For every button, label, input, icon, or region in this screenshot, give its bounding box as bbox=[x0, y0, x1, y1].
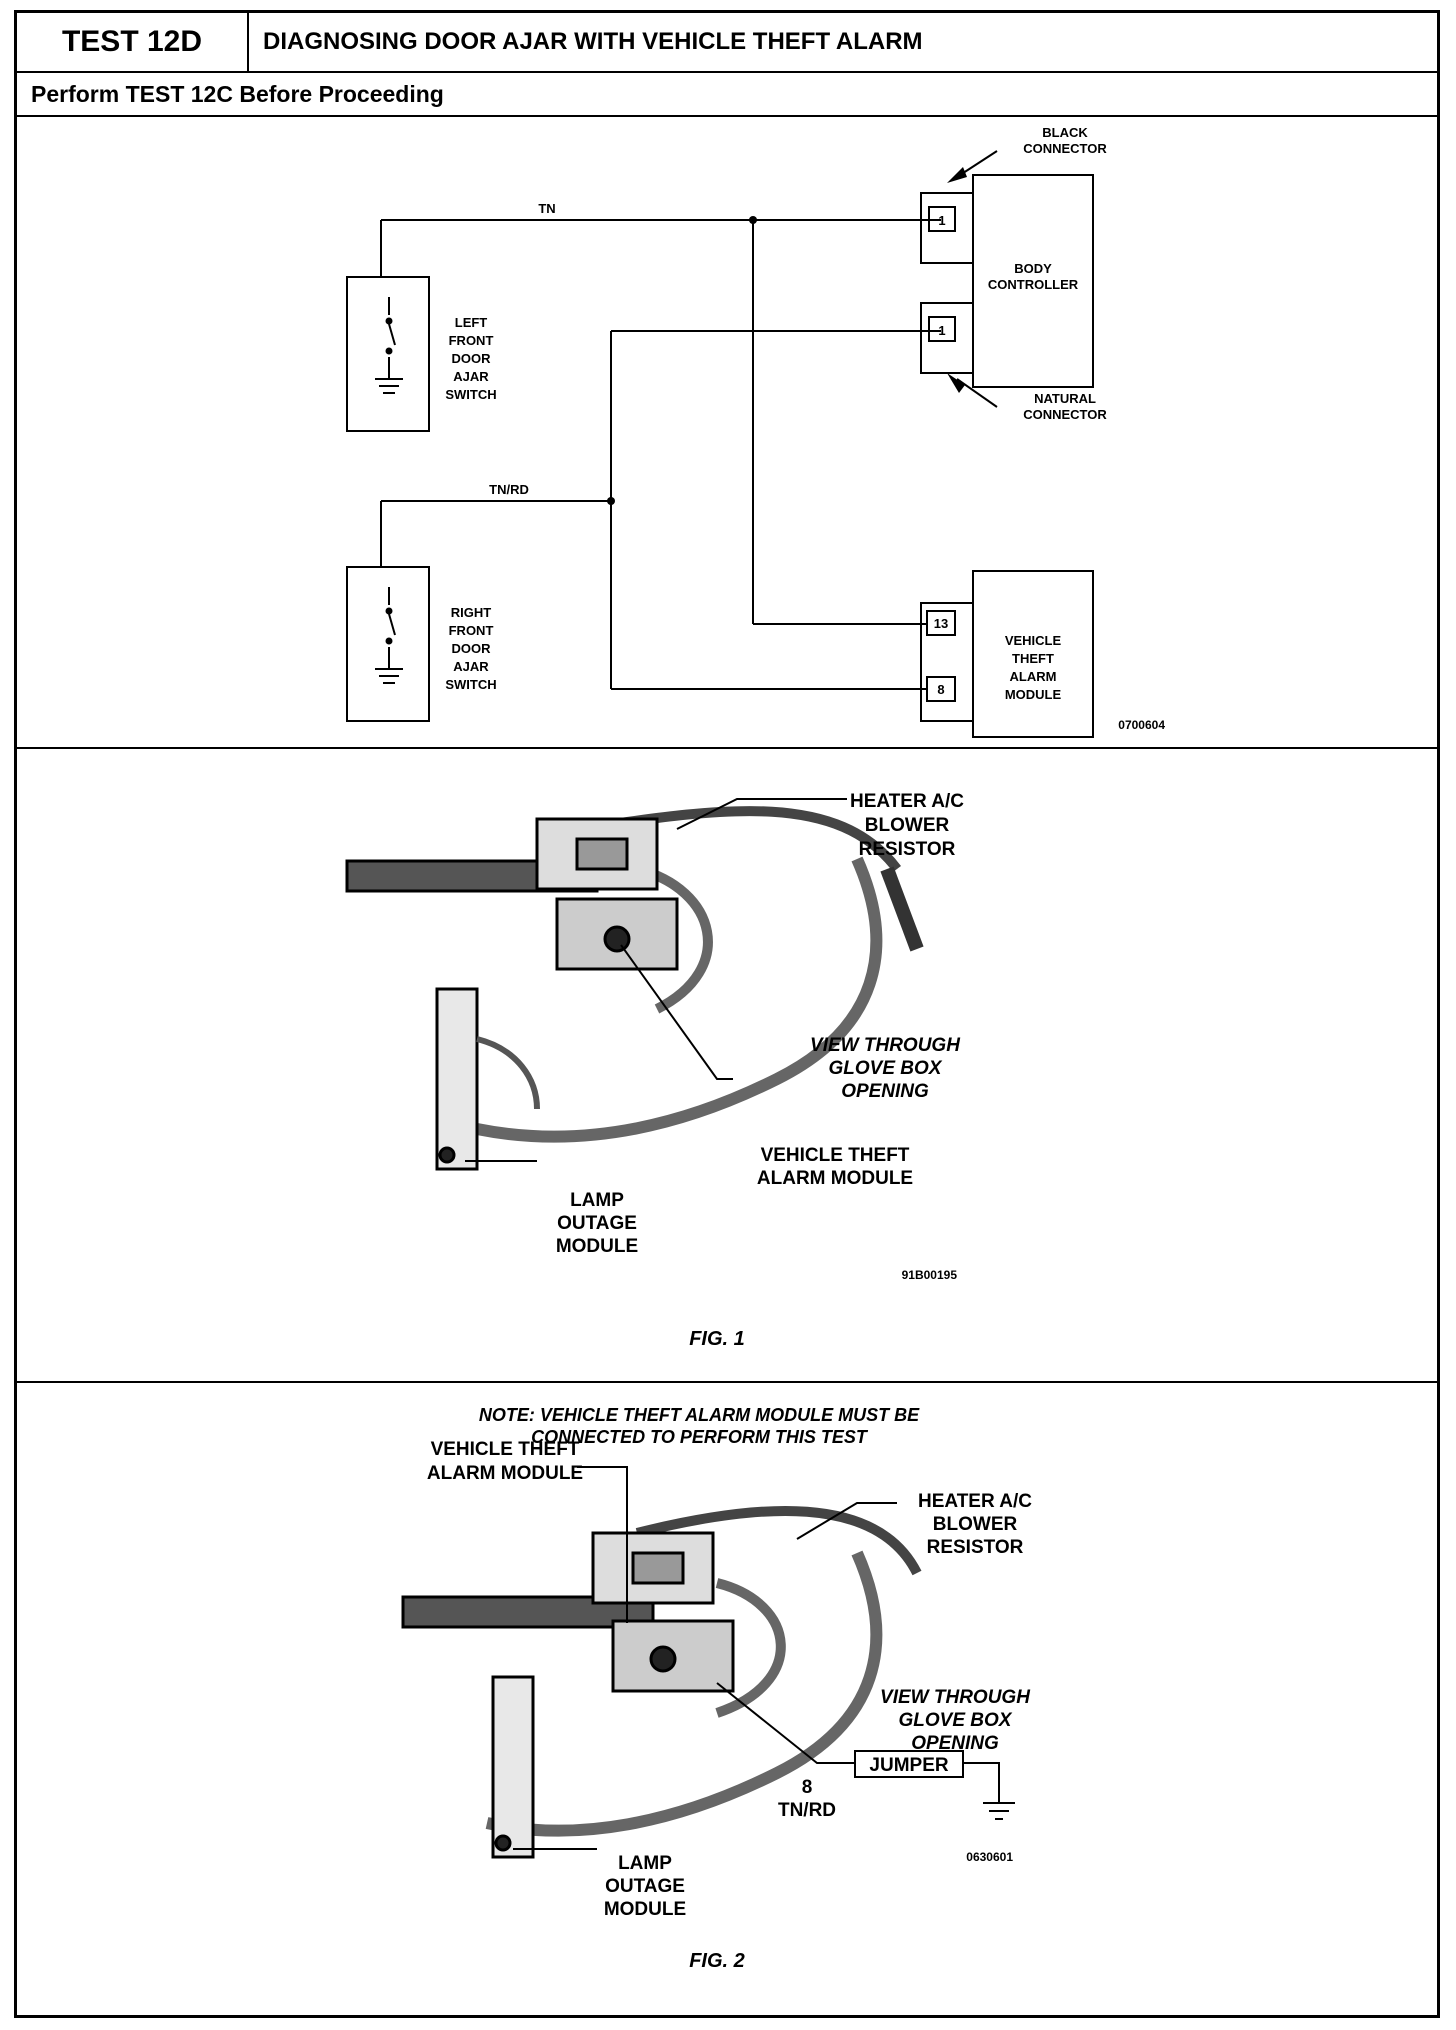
svg-text:1: 1 bbox=[938, 323, 945, 338]
svg-text:HEATER A/C: HEATER A/C bbox=[850, 791, 964, 812]
svg-text:LAMP: LAMP bbox=[570, 1190, 624, 1211]
svg-text:VEHICLE: VEHICLE bbox=[1005, 633, 1062, 648]
svg-text:BLOWER: BLOWER bbox=[865, 815, 950, 836]
svg-text:MODULE: MODULE bbox=[1005, 687, 1062, 702]
heater-leader bbox=[796, 1502, 897, 1540]
svg-text:BODY: BODY bbox=[1014, 261, 1052, 276]
svg-text:THEFT: THEFT bbox=[1012, 651, 1054, 666]
svg-text:OPENING: OPENING bbox=[911, 1733, 999, 1754]
svg-text:VEHICLE THEFT: VEHICLE THEFT bbox=[431, 1439, 580, 1460]
harness-loop bbox=[485, 1550, 883, 1837]
lamp-outage-module bbox=[435, 987, 479, 1171]
test-title: DIAGNOSING DOOR AJAR WITH VEHICLE THEFT … bbox=[263, 28, 923, 55]
svg-text:MODULE: MODULE bbox=[556, 1236, 638, 1257]
wiring-diagram: TN TN/RD BLACK CONNECTOR NATURAL CONNECT… bbox=[346, 125, 1165, 738]
svg-text:FRONT: FRONT bbox=[449, 623, 494, 638]
heater-leader bbox=[676, 798, 847, 830]
svg-text:FRONT: FRONT bbox=[449, 333, 494, 348]
svg-text:AJAR: AJAR bbox=[453, 659, 489, 674]
fig1-panel: HEATER A/C BLOWER RESISTOR VIEW THROUGH … bbox=[17, 749, 1437, 1383]
svg-text:VEHICLE THEFT: VEHICLE THEFT bbox=[761, 1145, 910, 1166]
fig2-note-line1: NOTE: VEHICLE THEFT ALARM MODULE MUST BE bbox=[479, 1405, 920, 1425]
svg-text:BLACK: BLACK bbox=[1042, 125, 1088, 140]
wire-label-tnrd: TN/RD bbox=[489, 482, 529, 497]
tnrd-label: TN/RD bbox=[778, 1800, 836, 1821]
fig2-note-line2: CONNECTED TO PERFORM THIS TEST bbox=[531, 1427, 869, 1447]
svg-text:OUTAGE: OUTAGE bbox=[605, 1876, 685, 1897]
prerequisite-note: Perform TEST 12C Before Proceeding bbox=[17, 73, 1437, 117]
svg-text:RIGHT: RIGHT bbox=[451, 605, 492, 620]
svg-text:ALARM MODULE: ALARM MODULE bbox=[757, 1168, 913, 1189]
svg-text:SWITCH: SWITCH bbox=[445, 677, 496, 692]
svg-text:CONNECTOR: CONNECTOR bbox=[1023, 407, 1107, 422]
left-door-ajar-switch bbox=[346, 276, 430, 432]
vtam-connector bbox=[920, 602, 974, 722]
svg-text:VIEW THROUGH: VIEW THROUGH bbox=[880, 1687, 1031, 1708]
fig2-caption: FIG. 2 bbox=[689, 1950, 745, 1972]
svg-text:8: 8 bbox=[937, 682, 944, 697]
fig2-panel: NOTE: VEHICLE THEFT ALARM MODULE MUST BE… bbox=[17, 1383, 1437, 2015]
svg-text:LEFT: LEFT bbox=[455, 315, 488, 330]
vtam-leader bbox=[620, 944, 733, 1080]
diagram-ref-number: 0700604 bbox=[1118, 718, 1165, 732]
fig1-ref-number: 91B00195 bbox=[902, 1268, 958, 1282]
black-connector bbox=[920, 192, 974, 264]
heater-blower-resistor bbox=[535, 817, 659, 891]
fig2-illustration: NOTE: VEHICLE THEFT ALARM MODULE MUST BE… bbox=[401, 1405, 1032, 1972]
svg-text:RESISTOR: RESISTOR bbox=[927, 1537, 1024, 1558]
svg-text:DOOR: DOOR bbox=[452, 641, 492, 656]
svg-text:HEATER A/C: HEATER A/C bbox=[918, 1491, 1032, 1512]
svg-text:SWITCH: SWITCH bbox=[445, 387, 496, 402]
svg-text:RESISTOR: RESISTOR bbox=[859, 839, 956, 860]
jumper-wire bbox=[716, 1682, 855, 1764]
fig2-ref-number: 0630601 bbox=[966, 1850, 1013, 1864]
wire-label-tn: TN bbox=[538, 201, 555, 216]
svg-text:GLOVE BOX: GLOVE BOX bbox=[829, 1058, 943, 1079]
svg-text:BLOWER: BLOWER bbox=[933, 1514, 1018, 1535]
svg-text:ALARM MODULE: ALARM MODULE bbox=[427, 1463, 583, 1484]
test-header: TEST 12D DIAGNOSING DOOR AJAR WITH VEHIC… bbox=[17, 13, 1437, 73]
svg-text:AJAR: AJAR bbox=[453, 369, 489, 384]
test-id: TEST 12D bbox=[17, 13, 249, 71]
svg-text:13: 13 bbox=[934, 616, 948, 631]
harness-loop bbox=[475, 856, 883, 1143]
right-door-ajar-switch bbox=[346, 566, 430, 722]
fig1-illustration: HEATER A/C BLOWER RESISTOR VIEW THROUGH … bbox=[345, 791, 964, 1350]
svg-text:DOOR: DOOR bbox=[452, 351, 492, 366]
svg-text:NATURAL: NATURAL bbox=[1034, 391, 1096, 406]
lamp-outage-module bbox=[491, 1675, 535, 1859]
svg-text:OUTAGE: OUTAGE bbox=[557, 1213, 637, 1234]
svg-text:GLOVE BOX: GLOVE BOX bbox=[899, 1710, 1013, 1731]
fig1-caption: FIG. 1 bbox=[689, 1328, 745, 1350]
svg-text:OPENING: OPENING bbox=[841, 1081, 929, 1102]
svg-text:LAMP: LAMP bbox=[618, 1853, 672, 1874]
svg-text:CONNECTOR: CONNECTOR bbox=[1023, 141, 1107, 156]
body-controller-box bbox=[972, 174, 1094, 388]
svg-text:VIEW THROUGH: VIEW THROUGH bbox=[810, 1035, 961, 1056]
svg-text:MODULE: MODULE bbox=[604, 1899, 686, 1920]
wiring-diagram-panel: TN TN/RD BLACK CONNECTOR NATURAL CONNECT… bbox=[17, 117, 1437, 749]
svg-text:1: 1 bbox=[938, 213, 945, 228]
pin-8-label: 8 bbox=[802, 1777, 813, 1798]
svg-text:CONTROLLER: CONTROLLER bbox=[988, 277, 1079, 292]
test-page: TEST 12D DIAGNOSING DOOR AJAR WITH VEHIC… bbox=[14, 10, 1440, 2018]
svg-text:ALARM: ALARM bbox=[1010, 669, 1057, 684]
vtam-leader bbox=[577, 1466, 628, 1623]
jumper-label: JUMPER bbox=[869, 1755, 948, 1776]
